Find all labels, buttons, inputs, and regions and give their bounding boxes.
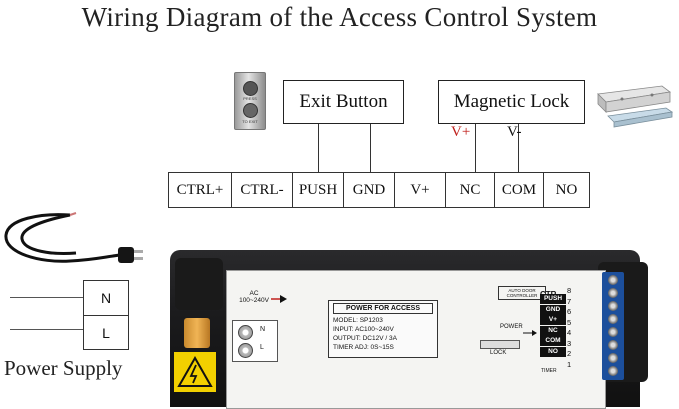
terminal-screw [608, 340, 618, 350]
timer-small-label: TIMER [541, 368, 557, 374]
spec-timer: TIMER ADJ: 0S~15S [333, 344, 394, 351]
terminal-v-plus: V+ [394, 172, 446, 208]
lock-v-plus-label: V+ [451, 124, 471, 140]
signal-com: COM [540, 336, 566, 346]
terminal-push: PUSH [292, 172, 344, 208]
wire-exit-push [318, 124, 319, 172]
signal-no: NO [540, 346, 566, 357]
exit-button-box: Exit Button [283, 80, 404, 124]
terminal-screw [608, 275, 618, 285]
magnetic-lock-label: Magnetic Lock [453, 91, 570, 112]
terminal-number: 7 [567, 296, 572, 306]
terminal-number-column: 8 7 6 5 4 3 2 1 [567, 286, 579, 370]
terminal-screw [608, 301, 618, 311]
device-ln-l: L [260, 344, 264, 351]
supply-l: L [102, 325, 110, 341]
exit-device-text-bottom: TO EXIT [242, 119, 258, 124]
signal-nc: NC [540, 325, 566, 336]
terminal-gnd: GND [343, 172, 395, 208]
terminal-number: 4 [567, 328, 572, 337]
signal-label-column: PUSH GND V+ NC COM NO [540, 294, 566, 357]
spec-output: OUTPUT: DC12V / 3A [333, 335, 397, 342]
warning-label [174, 352, 216, 392]
wire-exit-gnd [370, 124, 371, 172]
terminal-screw [608, 366, 618, 376]
fuse-holder [184, 318, 210, 348]
power-label: POWER [500, 324, 523, 330]
exit-device-text-top: PRESS [243, 96, 257, 101]
spec-input: INPUT: AC100~240V [333, 326, 394, 333]
terminal-number: 6 [567, 307, 572, 316]
signal-push: PUSH [540, 294, 566, 304]
terminal-number: 8 [567, 286, 572, 295]
terminal-number: 2 [567, 349, 572, 358]
lock-diagram-icon [480, 340, 520, 349]
lock-v-minus-label: V- [507, 124, 522, 140]
terminal-number: 3 [567, 338, 572, 348]
terminal-screw [608, 353, 618, 363]
supply-n: N [84, 281, 128, 316]
ac-input-arrow-icon [270, 291, 288, 309]
power-supply-label: Power Supply [4, 356, 123, 380]
terminal-screw [608, 288, 618, 298]
terminal-ctrl-plus: CTRL+ [168, 172, 232, 208]
wire-supply-l [10, 329, 83, 330]
device-ln-n: N [260, 326, 266, 333]
exit-button-device: PRESS TO EXIT [234, 72, 266, 130]
screw-l [238, 343, 253, 358]
ac-input-label: AC 100~240V [239, 290, 269, 304]
diagram-title: Wiring Diagram of the Access Control Sys… [81, 2, 598, 32]
terminal-number: 5 [567, 317, 572, 327]
terminal-strip: CTRL+ CTRL- PUSH GND V+ NC COM NO [168, 172, 591, 208]
lock-label: LOCK [490, 350, 507, 356]
wire-supply-n [10, 297, 83, 298]
terminal-screw [608, 314, 618, 324]
terminal-screw [608, 327, 618, 337]
spec-label-header: POWER FOR ACCESS [333, 303, 433, 314]
power-cord [0, 205, 150, 285]
magnetic-lock-device [592, 84, 674, 132]
device-left-tab [175, 258, 223, 310]
device-ln-terminal: N L [232, 320, 278, 362]
spec-model: MODEL: SP1203 [333, 317, 383, 324]
signal-gnd: GND [540, 304, 566, 315]
terminal-no: NO [543, 172, 590, 208]
signal-v-plus: V+ [540, 315, 566, 325]
terminal-number: 1 [567, 359, 572, 369]
wire-lock-com [518, 124, 519, 172]
power-arrow-icon [523, 324, 537, 342]
terminal-com: COM [494, 172, 544, 208]
spec-label: POWER FOR ACCESS MODEL: SP1203 INPUT: AC… [328, 300, 438, 358]
terminal-ctrl-minus: CTRL- [231, 172, 293, 208]
screw-n [238, 325, 253, 340]
terminal-block [602, 272, 624, 380]
power-supply-terminals: N L [83, 280, 129, 350]
wire-lock-nc [475, 124, 476, 172]
exit-button-label: Exit Button [299, 91, 388, 112]
terminal-nc: NC [445, 172, 495, 208]
auto-door-controller-label: AUTO DOOR CONTROLLER [498, 286, 546, 300]
magnetic-lock-box: Magnetic Lock [438, 80, 585, 124]
